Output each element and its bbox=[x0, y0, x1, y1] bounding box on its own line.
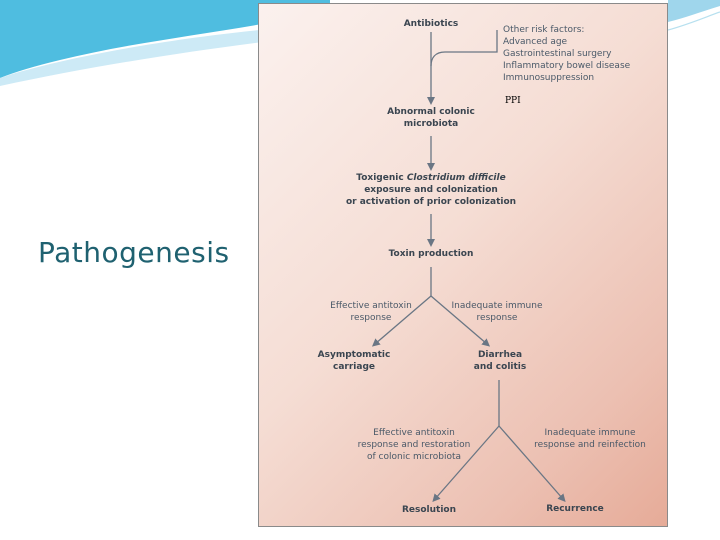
organism-name: Clostridium difficile bbox=[406, 173, 506, 183]
node-toxin-production: Toxin production bbox=[388, 249, 474, 259]
node-effective-restoration: Effective antitoxin response and restora… bbox=[357, 428, 471, 462]
risk-factor-item: Inflammatory bowel disease bbox=[503, 61, 631, 71]
node-antibiotics: Antibiotics bbox=[403, 19, 459, 29]
slide-title: Pathogenesis bbox=[38, 236, 230, 269]
node-diarrhea-colitis: Diarrhea and colitis bbox=[473, 350, 527, 372]
top-right-swoosh bbox=[668, 0, 720, 22]
node-asymptomatic-carriage: Asymptomatic carriage bbox=[317, 350, 391, 372]
ppi-label: PPI bbox=[505, 96, 521, 106]
node-recurrence: Recurrence bbox=[546, 504, 604, 514]
diagram-arrows bbox=[371, 30, 566, 503]
risk-factor-item: Gastrointestinal surgery bbox=[503, 49, 612, 59]
arrow-risk-factors-join bbox=[430, 30, 498, 67]
node-other-risk-factors: Other risk factors: Advanced age Gastroi… bbox=[503, 24, 630, 84]
node-inadequate-immune-response: Inadequate immune response bbox=[451, 301, 543, 323]
arrow-to-diarrhea bbox=[430, 295, 491, 347]
risk-factors-heading: Other risk factors: bbox=[503, 25, 585, 35]
node-toxigenic-colonization: Toxigenic Clostridium difficile exposure… bbox=[345, 173, 517, 207]
node-effective-antitoxin-response: Effective antitoxin response bbox=[330, 301, 412, 323]
risk-factor-item: Advanced age bbox=[503, 37, 568, 47]
top-left-swoosh-light bbox=[0, 24, 330, 86]
risk-factor-item: Immunosuppression bbox=[503, 73, 595, 83]
node-resolution: Resolution bbox=[401, 505, 457, 515]
arrow-to-asymptomatic bbox=[371, 295, 432, 347]
node-abnormal-microbiota: Abnormal colonic microbiota bbox=[387, 107, 475, 129]
node-inadequate-reinfection: Inadequate immune response and reinfecti… bbox=[534, 428, 646, 450]
arrow-to-resolution bbox=[432, 425, 500, 503]
pathogenesis-diagram: Antibiotics Other risk factors: Advanced… bbox=[258, 3, 668, 527]
top-right-line bbox=[667, 11, 720, 31]
top-left-swoosh bbox=[0, 0, 330, 78]
arrow-to-recurrence bbox=[498, 425, 566, 503]
